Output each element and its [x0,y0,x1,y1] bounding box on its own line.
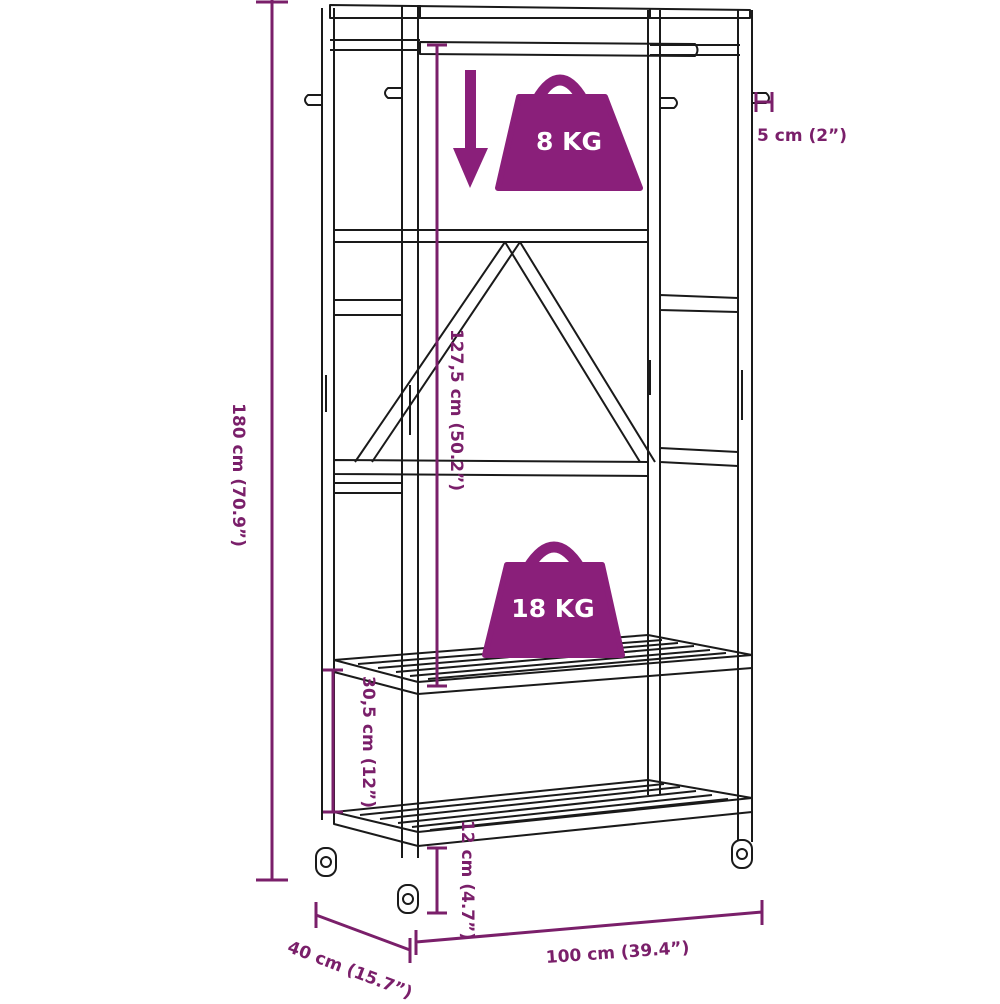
hook-length-label: 5 cm (2”) [757,126,847,146]
wheel-icon [315,847,337,877]
top-load-label: 8 KG [536,127,602,156]
width-label: 100 cm (39.4”) [545,938,690,968]
hook-back-left [304,94,322,106]
bottom-shelf [333,779,753,833]
depth-line [314,902,412,963]
back-right-post [647,10,661,795]
hanging-height-label: 127,5 cm (50.2”) [446,329,466,491]
middle-load-label: 18 KG [511,594,594,623]
weight-icon [495,74,643,191]
width-line [414,900,764,955]
hanging-height-line [427,43,447,688]
ground-clearance-line [427,846,447,915]
wheel-icon [731,839,753,869]
dimension-lines [256,0,774,963]
front-right-post [737,10,753,842]
ground-clearance-label: 12 cm (4.7”) [457,820,477,940]
back-brace [354,241,656,463]
front-left-post [401,5,419,858]
shelf-spacing-line [323,668,343,814]
top-frame [329,4,751,19]
down-arrow-icon [453,70,488,188]
shelf-spacing-label: 30,5 cm (12”) [358,676,378,808]
hook-length-line [754,92,774,112]
total-height-line [256,0,288,882]
wheels [315,839,753,914]
wheel-icon [397,884,419,914]
hook-front-left [384,87,402,99]
hanging-rod [419,41,699,57]
total-height-label: 180 cm (70.9”) [228,403,248,547]
depth-label: 40 cm (15.7”) [285,937,415,1000]
weight-icon [482,541,625,658]
hook-back-right [660,97,678,109]
